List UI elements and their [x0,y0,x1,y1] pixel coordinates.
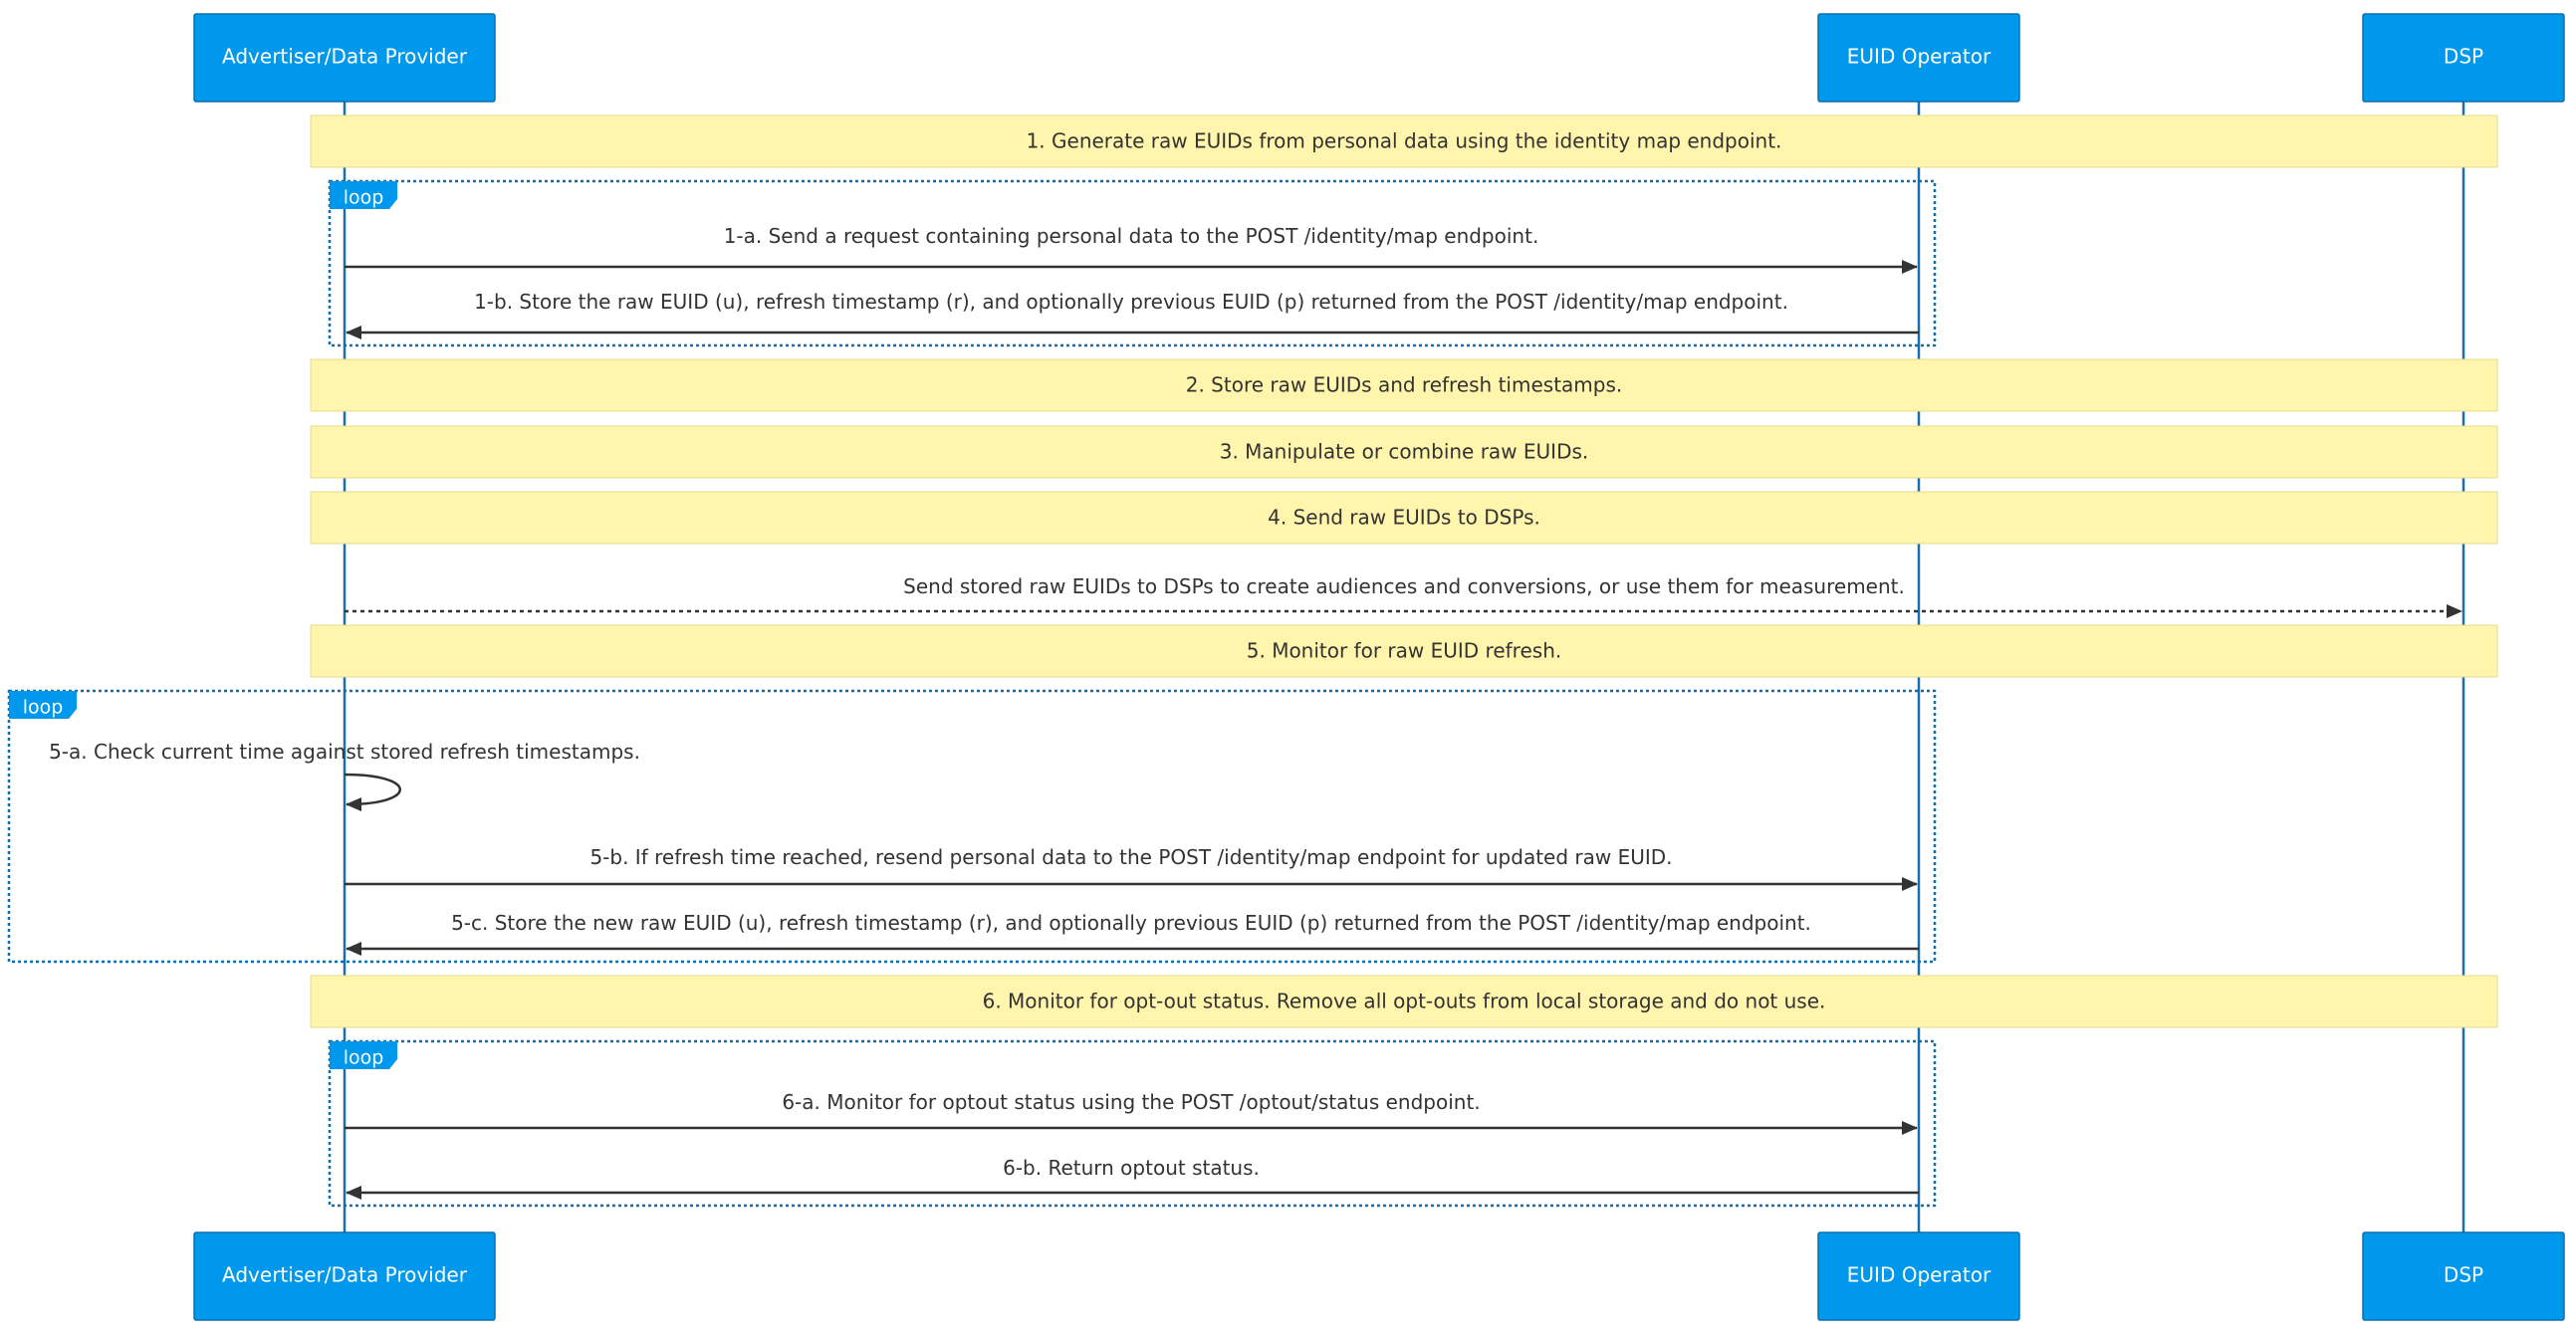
actor-advertiser-top: Advertiser/Data Provider [193,13,496,103]
message-5a-self: 5-a. Check current time against stored r… [49,740,640,811]
note-text: 6. Monitor for opt-out status. Remove al… [983,990,1826,1013]
note-text: 2. Store raw EUIDs and refresh timestamp… [1186,373,1623,397]
message-label: 6-b. Return optout status. [1003,1156,1260,1180]
loop-frame-2: loop [7,689,1937,964]
note-text: 1. Generate raw EUIDs from personal data… [1027,129,1782,153]
actor-advertiser-bottom: Advertiser/Data Provider [193,1231,496,1321]
message-label: 1-b. Store the raw EUID (u), refresh tim… [474,290,1788,314]
loop-label: loop [344,1047,384,1069]
note-step-4: 4. Send raw EUIDs to DSPs. [310,491,2498,545]
actor-label: EUID Operator [1847,1263,1991,1287]
actor-label: EUID Operator [1847,45,1991,69]
note-text: 3. Manipulate or combine raw EUIDs. [1220,440,1589,464]
message-label: 5-b. If refresh time reached, resend per… [589,845,1672,869]
message-label: Send stored raw EUIDs to DSPs to create … [903,574,1905,598]
actor-label: DSP [2444,1263,2483,1287]
message-label: 5-a. Check current time against stored r… [49,740,640,764]
actor-label: DSP [2444,45,2483,69]
loop-tab [330,1041,397,1069]
actor-euid-operator-bottom: EUID Operator [1817,1231,2020,1321]
loop-label: loop [23,697,64,719]
note-step-1: 1. Generate raw EUIDs from personal data… [310,114,2498,168]
note-text: 5. Monitor for raw EUID refresh. [1247,639,1561,663]
actor-dsp-bottom: DSP [2362,1231,2565,1321]
message-label: 5-c. Store the new raw EUID (u), refresh… [451,911,1811,935]
loop-label: loop [344,187,384,209]
loop-frame-3: loop [328,1039,1937,1208]
message-send-to-dsp: Send stored raw EUIDs to DSPs to create … [345,574,2462,618]
note-step-3: 3. Manipulate or combine raw EUIDs. [310,425,2498,479]
actor-label: Advertiser/Data Provider [222,1263,468,1287]
self-loop-arrow [344,773,401,811]
actor-dsp-top: DSP [2362,13,2565,103]
message-1a: 1-a. Send a request containing personal … [345,224,1918,274]
loop-tab [330,181,397,209]
actor-label: Advertiser/Data Provider [222,45,468,69]
message-5b: 5-b. If refresh time reached, resend per… [345,845,1918,891]
message-6a: 6-a. Monitor for optout status using the… [345,1090,1918,1135]
message-6b: 6-b. Return optout status. [346,1156,1919,1200]
note-text: 4. Send raw EUIDs to DSPs. [1268,506,1540,530]
note-step-6: 6. Monitor for opt-out status. Remove al… [310,975,2498,1028]
note-step-2: 2. Store raw EUIDs and refresh timestamp… [310,358,2498,412]
message-label: 6-a. Monitor for optout status using the… [782,1090,1480,1114]
note-step-5: 5. Monitor for raw EUID refresh. [310,624,2498,678]
message-label: 1-a. Send a request containing personal … [724,224,1539,248]
loop-frame-1: loop [328,179,1937,347]
loop-tab [9,691,77,719]
message-1b: 1-b. Store the raw EUID (u), refresh tim… [346,290,1919,339]
actor-euid-operator-top: EUID Operator [1817,13,2020,103]
message-5c: 5-c. Store the new raw EUID (u), refresh… [346,911,1919,956]
